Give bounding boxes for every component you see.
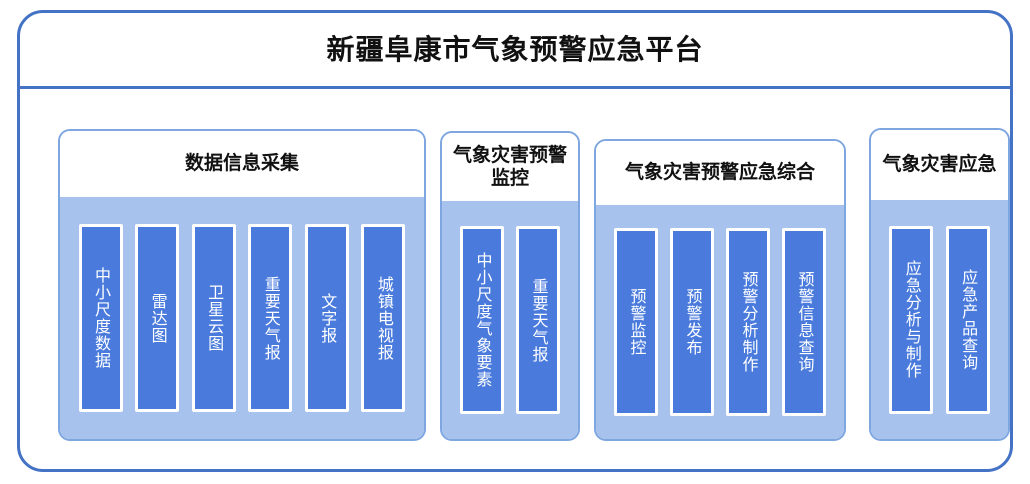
item-label: 文字报 (318, 292, 338, 344)
item-label: 雷达图 (148, 292, 168, 344)
item-label: 城镇电视报 (374, 275, 394, 361)
item-bar[interactable]: 中小尺度数据 (78, 224, 123, 412)
group-box-disaster-emergency[interactable]: 气象灾害应急 应急分析与制作 应急产品查询 (869, 128, 1010, 441)
item-bar[interactable]: 中小尺度气象要素 (460, 226, 504, 414)
group-body: 预警监控 预警发布 预警分析制作 预警信息查询 (596, 205, 844, 439)
group-header: 气象灾害预警监控 (442, 133, 578, 201)
item-label: 卫星云图 (205, 284, 225, 352)
item-bar[interactable]: 城镇电视报 (361, 224, 406, 412)
item-label: 预警分析制作 (739, 271, 759, 373)
group-title: 数据信息采集 (184, 152, 299, 175)
group-box-data-collection[interactable]: 数据信息采集 中小尺度数据 雷达图 卫星云图 重要天气报 文字报 (58, 129, 426, 441)
item-bar[interactable]: 雷达图 (135, 224, 180, 412)
item-bar[interactable]: 重要天气报 (516, 226, 560, 414)
item-label: 预警发布 (683, 288, 703, 356)
item-label: 重要天气报 (261, 275, 281, 361)
group-body: 中小尺度数据 雷达图 卫星云图 重要天气报 文字报 城镇电视报 (60, 197, 424, 439)
item-label: 预警信息查询 (795, 271, 815, 373)
item-bar[interactable]: 应急分析与制作 (889, 225, 934, 414)
group-title: 气象灾害预警监控 (452, 143, 567, 189)
item-label: 重要天气报 (529, 277, 549, 363)
platform-frame: 新疆阜康市气象预警应急平台 数据信息采集 中小尺度数据 雷达图 卫星云图 重要天… (17, 10, 1013, 472)
item-bar[interactable]: 重要天气报 (248, 224, 293, 412)
group-title: 气象灾害应急 (882, 153, 997, 176)
platform-title-bar: 新疆阜康市气象预警应急平台 (20, 13, 1010, 89)
item-label: 应急分析与制作 (902, 260, 922, 379)
item-bar[interactable]: 预警分析制作 (726, 228, 770, 416)
group-header: 数据信息采集 (60, 131, 424, 197)
item-bar[interactable]: 预警信息查询 (782, 228, 826, 416)
group-header: 气象灾害预警应急综合 (596, 141, 844, 205)
platform-title: 新疆阜康市气象预警应急平台 (326, 32, 704, 66)
item-bar[interactable]: 卫星云图 (191, 224, 236, 412)
item-label: 中小尺度气象要素 (473, 252, 493, 388)
item-bar[interactable]: 预警发布 (670, 228, 714, 416)
group-body: 应急分析与制作 应急产品查询 (871, 200, 1008, 439)
item-label: 预警监控 (627, 288, 647, 356)
group-box-disaster-warning-monitoring[interactable]: 气象灾害预警监控 中小尺度气象要素 重要天气报 (440, 131, 580, 441)
group-box-warning-emergency-integrated[interactable]: 气象灾害预警应急综合 预警监控 预警发布 预警分析制作 预警信息查询 (594, 139, 846, 441)
item-bar[interactable]: 文字报 (304, 224, 349, 412)
group-header: 气象灾害应急 (871, 130, 1008, 200)
group-body: 中小尺度气象要素 重要天气报 (442, 201, 578, 439)
item-label: 中小尺度数据 (92, 267, 111, 369)
group-title: 气象灾害预警应急综合 (624, 161, 815, 184)
item-bar[interactable]: 预警监控 (614, 228, 658, 416)
item-bar[interactable]: 应急产品查询 (945, 225, 990, 414)
item-label: 应急产品查询 (959, 268, 979, 371)
